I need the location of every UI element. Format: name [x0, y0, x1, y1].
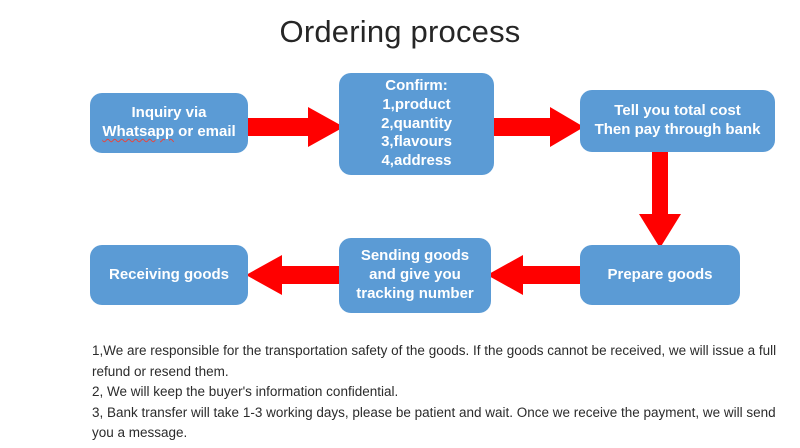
process-box-confirm-line-2: 1,product [382, 95, 451, 113]
process-box-inquiry: Inquiry via Whatsapp or email [90, 93, 248, 153]
arrow-sending-to-receiving [246, 253, 344, 297]
process-box-total-cost-line-1: Tell you total cost [614, 102, 741, 120]
arrow-prepare-to-sending [487, 253, 585, 297]
process-box-prepare-goods-line-1: Prepare goods [607, 265, 713, 283]
policy-note-1: 1,We are responsible for the transportat… [92, 343, 777, 379]
process-box-sending-goods-line-2: and give you [369, 266, 461, 284]
process-box-inquiry-line-2: Whatsapp or email [102, 123, 236, 140]
arrow-cost-to-prepare [637, 152, 683, 248]
misspelled-word-whatsapp: Whatsapp [102, 123, 174, 140]
process-box-confirm: Confirm: 1,product 2,quantity 3,flavours… [339, 73, 494, 175]
process-box-confirm-line-5: 4,address [381, 152, 452, 170]
process-box-receiving-goods-line-1: Receiving goods [108, 265, 230, 283]
policy-note-3: 3, Bank transfer will take 1-3 working d… [92, 404, 776, 441]
page-title: Ordering process [279, 14, 521, 49]
process-box-confirm-line-3: 2,quantity [381, 114, 452, 132]
process-box-inquiry-line-1: Inquiry via [131, 104, 207, 122]
process-box-total-cost-line-2: Then pay through bank [594, 121, 761, 138]
process-box-sending-goods-line-1: Sending goods [360, 247, 470, 265]
process-box-prepare-goods: Prepare goods [580, 245, 740, 305]
process-box-receiving-goods: Receiving goods [90, 245, 248, 305]
process-box-confirm-line-1: Confirm: [385, 76, 448, 94]
process-box-sending-goods-line-3: tracking number [356, 284, 474, 302]
process-box-sending-goods: Sending goods and give you tracking numb… [339, 238, 491, 313]
arrow-inquiry-to-confirm [246, 105, 344, 149]
arrow-confirm-to-cost [492, 105, 584, 149]
policy-notes: 1,We are responsible for the transportat… [92, 341, 782, 444]
policy-note-2: 2, We will keep the buyer's information … [92, 384, 399, 400]
process-box-total-cost: Tell you total cost Then pay through ban… [580, 90, 775, 152]
process-box-confirm-line-4: 3,flavours [381, 133, 452, 151]
